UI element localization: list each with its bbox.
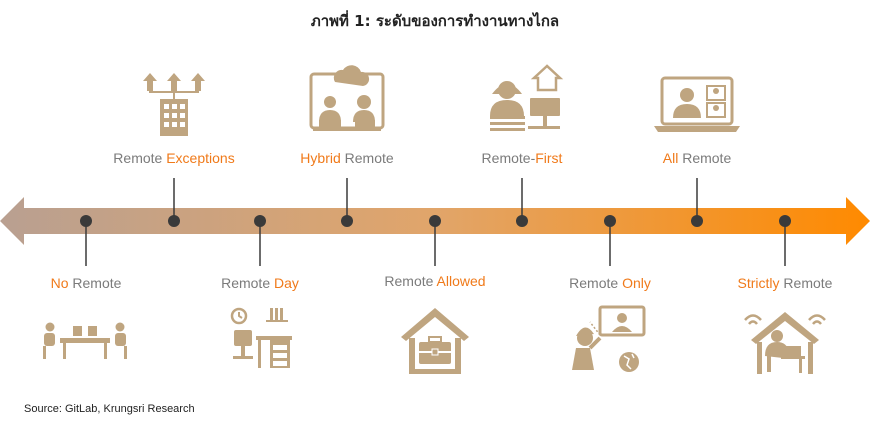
level-label-text: Remote xyxy=(779,275,833,291)
timeline-dot xyxy=(429,215,441,227)
remote-first-worker-icon xyxy=(490,64,564,131)
level-label-highlight: Exceptions xyxy=(166,150,235,166)
level-label-highlight: Strictly xyxy=(737,275,780,291)
timeline-dot xyxy=(80,215,92,227)
level-label: Remote Exceptions xyxy=(113,150,234,166)
timeline-dot xyxy=(341,215,353,227)
level-label: Remote Only xyxy=(569,275,651,291)
level-label: Remote-First xyxy=(482,150,563,166)
timeline-dot xyxy=(516,215,528,227)
level-label-text: Remote xyxy=(569,275,623,291)
timeline-dot xyxy=(168,215,180,227)
level-label-text: Remote xyxy=(340,150,394,166)
building-arrows-icon xyxy=(143,73,205,136)
figure-title: ภาพที่ 1: ระดับของการทำงานทางไกล xyxy=(310,12,560,30)
timeline-dot xyxy=(691,215,703,227)
level-label: All Remote xyxy=(663,150,731,166)
level-label-text: Remote xyxy=(384,273,437,289)
timeline-dot xyxy=(779,215,791,227)
level-label: Hybrid Remote xyxy=(300,150,393,166)
office-desks-icon xyxy=(43,322,127,359)
level-label-text: Remote xyxy=(113,150,167,166)
level-label-text: Remote xyxy=(68,275,122,291)
level-label-highlight: All xyxy=(662,150,679,166)
home-desk-icon xyxy=(230,307,292,368)
level-label-highlight: Allowed xyxy=(436,273,486,289)
house-briefcase-icon xyxy=(401,308,469,374)
level-label-text: Remote- xyxy=(481,150,536,166)
level-label: Strictly Remote xyxy=(738,275,833,291)
source-note: Source: GitLab, Krungsri Research xyxy=(24,403,195,415)
timeline-dot xyxy=(254,215,266,227)
level-label-highlight: Day xyxy=(274,275,299,291)
level-label-text: Remote xyxy=(678,150,732,166)
level-label-highlight: No xyxy=(50,275,69,291)
level-label-text: Remote xyxy=(221,275,275,291)
level-label: Remote Day xyxy=(221,275,299,291)
home-wifi-worker-icon xyxy=(744,312,826,374)
global-video-call-icon xyxy=(572,305,646,372)
level-label: Remote Allowed xyxy=(384,273,485,289)
level-label-highlight: Only xyxy=(622,275,651,291)
level-label: No Remote xyxy=(51,275,122,291)
level-label-highlight: First xyxy=(535,150,563,166)
level-label-highlight: Hybrid xyxy=(300,150,341,166)
hybrid-meeting-icon xyxy=(309,65,385,131)
timeline-dot xyxy=(604,215,616,227)
laptop-video-call-icon xyxy=(654,76,740,132)
